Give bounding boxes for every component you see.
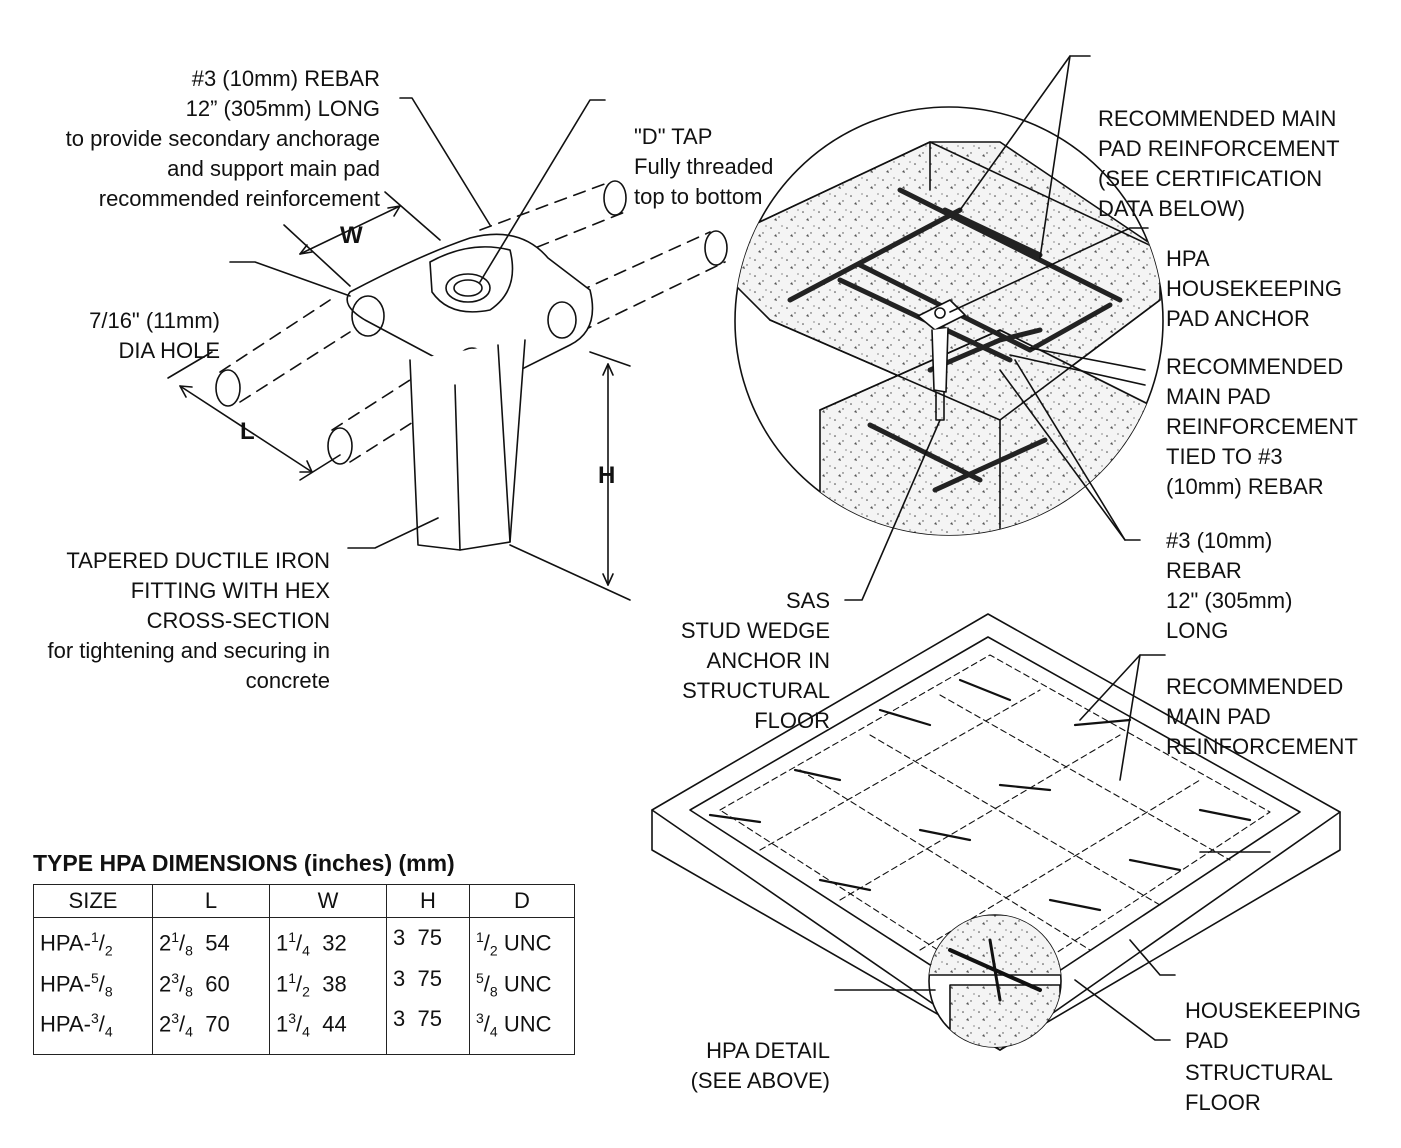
table-row: HPA-3/4 23/4 70 13/4 44 3 75 3/4 UNC	[33, 1005, 575, 1056]
cell-d: 3/4 UNC	[469, 1005, 575, 1056]
dimensions-table: SIZE L W H D HPA-1/2 21/8 54 11/4 32 3 7…	[33, 884, 575, 1056]
header-size: SIZE	[33, 884, 153, 918]
housekeeping-pad	[651, 613, 1341, 1051]
cell-w: 13/4 44	[269, 1005, 387, 1056]
dimension-l: L	[240, 418, 255, 445]
dimension-h: H	[598, 462, 616, 489]
hpa-illustration	[167, 55, 1341, 1051]
header-w: W	[269, 884, 387, 918]
leader-lines-circle	[844, 55, 1149, 601]
leader-lines-left	[229, 97, 606, 549]
table-header-row: SIZE L W H D	[33, 884, 575, 918]
cell-h: 3 75	[386, 964, 470, 1006]
table-row: HPA-5/8 23/8 60 11/2 38 3 75 5/8 UNC	[33, 964, 575, 1006]
header-l: L	[152, 884, 270, 918]
cell-d: 5/8 UNC	[469, 964, 575, 1006]
header-d: D	[469, 884, 575, 918]
cell-h: 3 75	[386, 1005, 470, 1056]
cell-size: HPA-1/2	[33, 917, 153, 965]
header-h: H	[386, 884, 470, 918]
cell-h: 3 75	[386, 917, 470, 965]
cell-l: 21/8 54	[152, 917, 270, 965]
anchor-fitting	[167, 180, 728, 601]
cell-w: 11/2 38	[269, 964, 387, 1006]
cell-size: HPA-5/8	[33, 964, 153, 1006]
table-row: HPA-1/2 21/8 54 11/4 32 3 75 1/2 UNC	[33, 917, 575, 965]
leader-lines-pad	[834, 654, 1176, 1041]
cell-l: 23/4 70	[152, 1005, 270, 1056]
table-title: TYPE HPA DIMENSIONS (inches) (mm)	[33, 850, 455, 876]
cell-l: 23/8 60	[152, 964, 270, 1006]
cell-d: 1/2 UNC	[469, 917, 575, 965]
hole-label: 7/16" (11mm)DIA HOLE	[89, 308, 220, 363]
dimension-w: W	[340, 222, 363, 249]
hpa-detail-label: HPA DETAIL(SEE ABOVE)	[690, 1038, 830, 1093]
cell-size: HPA-3/4	[33, 1005, 153, 1056]
cell-w: 11/4 32	[269, 917, 387, 965]
